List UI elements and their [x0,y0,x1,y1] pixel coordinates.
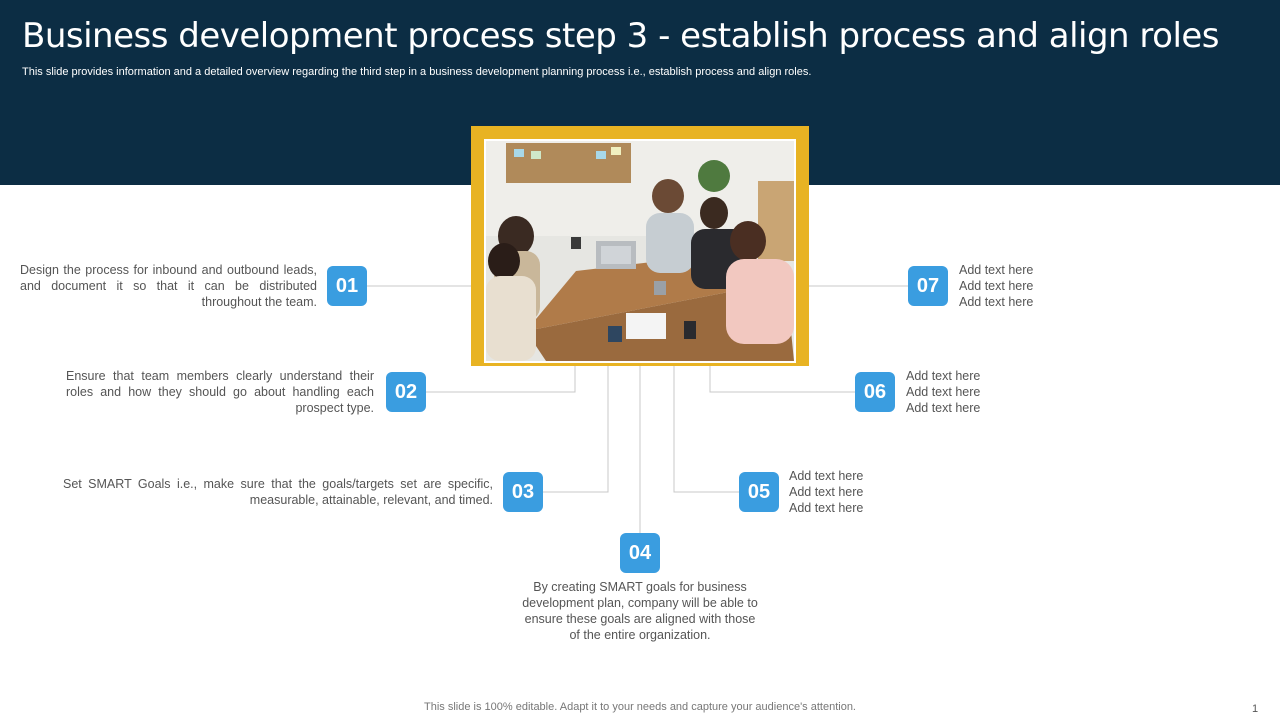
slide-subtitle: This slide provides information and a de… [22,66,812,78]
connector-02 [426,363,576,393]
connector-05 [673,363,739,493]
step-07-line-3: Add text here [959,295,1034,309]
step-06-line-3: Add text here [906,401,981,415]
step-05-text: Add text here Add text here Add text her… [789,468,919,516]
step-05-line-3: Add text here [789,501,864,515]
step-05-badge: 05 [739,472,779,512]
step-03-text: Set SMART Goals i.e., make sure that the… [63,477,493,507]
step-06-text: Add text here Add text here Add text her… [906,368,1036,416]
step-03-badge: 03 [503,472,543,512]
step-06-line-1: Add text here [906,369,981,383]
step-07-badge: 07 [908,266,948,306]
step-07-text: Add text here Add text here Add text her… [959,262,1089,310]
connector-06 [709,363,855,393]
step-04-badge: 04 [620,533,660,573]
step-02-text: Ensure that team members clearly underst… [66,369,374,415]
step-07-line-2: Add text here [959,279,1034,293]
step-06-badge: 06 [855,372,895,412]
step-05-line-2: Add text here [789,485,864,499]
step-02-badge: 02 [386,372,426,412]
footer-note: This slide is 100% editable. Adapt it to… [424,701,856,713]
connector-03 [543,363,609,493]
slide-title: Business development process step 3 - es… [22,16,1220,56]
step-01-text: Design the process for inbound and outbo… [20,263,317,309]
step-04-text: By creating SMART goals for business dev… [522,580,758,642]
step-06-line-2: Add text here [906,385,981,399]
page-number: 1 [1252,703,1259,715]
team-meeting-photo [484,139,796,363]
step-01-badge: 01 [327,266,367,306]
step-07-line-1: Add text here [959,263,1034,277]
step-05-line-1: Add text here [789,469,864,483]
